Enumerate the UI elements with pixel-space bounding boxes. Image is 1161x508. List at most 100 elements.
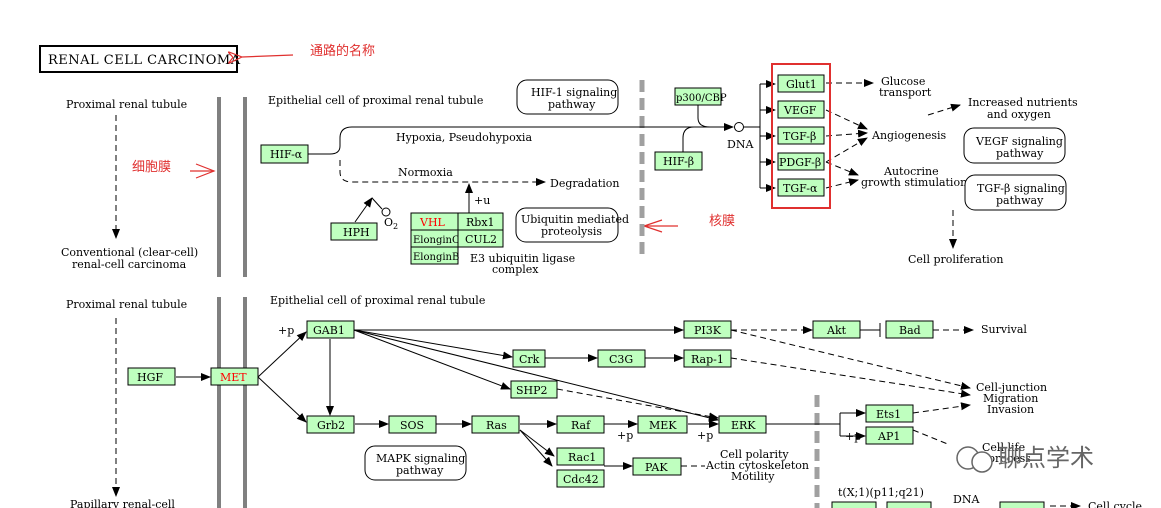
label-epithelial-cell: Epithelial cell of proximal renal tubule [268,94,483,107]
label-cell-junction: Cell-junction [976,381,1047,394]
label-nutrients: and oxygen [987,108,1051,121]
gene-node[interactable]: HIF-α [260,144,309,164]
label-autocrine: Autocrine [883,165,939,178]
gene-label-hif-b: HIF-β [663,155,694,168]
gene-label-akt: Akt [826,324,847,337]
pathway-link-label: pathway [996,194,1044,207]
gene-label-gab1: GAB1 [313,324,345,337]
watermark-text: 聊点学术 [998,444,1094,472]
gene-node[interactable]: Bad [885,320,934,339]
label-phospho: +p [845,430,861,443]
gene-label-hph: HPH [343,226,370,239]
gene-node[interactable]: HIF-β [654,151,703,171]
gene-node-partial[interactable] [831,501,877,508]
gene-node[interactable]: PDGF-β [777,152,825,171]
gene-node[interactable]: C3G [597,349,646,368]
pathway-link-vegf[interactable]: VEGF signaling pathway [963,127,1066,164]
gene-node[interactable]: TGF-β [777,126,825,145]
gene-label-tgfb: TGF-β [783,130,816,143]
gene-node[interactable]: MEK [637,415,688,434]
gene-label-ets1: Ets1 [876,408,901,421]
pathway-link-tgfb[interactable]: TGF-β signaling pathway [964,174,1067,211]
gene-label-ap1: AP1 [877,430,900,443]
label-dna: DNA [727,138,754,151]
gene-node[interactable]: ElonginB [410,246,459,265]
pathway-title-text: RENAL CELL CARCINOMA [48,53,241,68]
label-phospho: +p [278,324,294,337]
gene-label-mek: MEK [649,419,677,432]
gene-node[interactable]: HGF [127,367,176,386]
gene-node[interactable]: Cdc42 [556,469,605,488]
gene-node[interactable]: Ras [471,415,520,434]
gene-node-partial[interactable] [999,501,1045,508]
annotation-pathway-name: 通路的名称 [310,43,375,59]
label-degradation: Degradation [550,177,619,190]
pathway-link-label: pathway [996,147,1044,160]
label-phospho: +p [617,429,633,442]
gene-node[interactable]: Akt [812,320,861,339]
label-translocation: t(X;1)(p11;q21) [838,486,924,499]
gene-label-crk: Crk [519,353,540,366]
gene-node[interactable]: p300/CBP [674,87,727,106]
gene-node[interactable]: Crk [512,349,546,368]
gene-node[interactable]: HPH [330,222,378,241]
label-migration: Migration [983,392,1038,405]
gene-label-ras: Ras [486,419,507,432]
gene-node[interactable]: PAK [632,457,682,476]
gene-node[interactable]: ElonginC [410,229,460,248]
pathway-link-label: Ubiquitin mediated [521,213,629,226]
gene-node-partial[interactable] [886,501,932,508]
gene-label-vegf: VEGF [783,104,817,117]
gene-node[interactable]: SOS [388,415,437,434]
gene-node[interactable]: GAB1 [306,320,355,339]
pathway-title: RENAL CELL CARCINOMA [39,45,241,73]
watermark: 聊点学术 [956,444,1094,473]
pathway-link-label: TGF-β signaling [977,182,1065,195]
gene-label-sos: SOS [400,419,424,432]
gene-node[interactable]: Glut1 [777,74,825,93]
gene-node[interactable]: AP1 [865,426,914,445]
gene-label-erk: ERK [731,419,756,432]
gene-node[interactable]: CUL2 [457,229,504,248]
label-actin: Actin cytoskeleton [705,459,809,472]
gene-node[interactable]: Rbx1 [457,212,504,231]
gene-node[interactable]: VEGF [777,100,825,119]
label-proximal-tubule: Proximal renal tubule [66,298,187,311]
gene-node[interactable]: MET [210,367,259,386]
gene-label-raf: Raf [571,419,591,432]
gene-label-tgfa: TGF-α [783,182,818,195]
gene-label-rac1: Rac1 [568,451,596,464]
highlight-box [771,63,831,209]
pathway-link-label: VEGF signaling [975,135,1063,148]
label-proximal-tubule: Proximal renal tubule [66,98,187,111]
gene-node[interactable]: SHP2 [510,380,558,399]
annotation-cell-membrane: 细胞膜 [132,160,171,175]
gene-node[interactable]: Rap-1 [683,349,732,368]
gene-node[interactable]: Grb2 [306,415,355,434]
pathway-link-mapk[interactable]: MAPK signaling pathway [364,445,467,481]
gene-node[interactable]: TGF-α [777,178,825,197]
gene-label-rbx1: Rbx1 [466,216,495,229]
label-glucose: transport [879,86,932,99]
label-ccrcc: renal-cell carcinoma [72,258,187,271]
label-angiogenesis: Angiogenesis [871,129,947,142]
gene-node[interactable]: Ets1 [865,404,914,423]
gene-node[interactable]: Raf [556,415,605,434]
gene-label-cdc42: Cdc42 [563,473,599,486]
gene-node[interactable]: Rac1 [556,447,605,466]
annotation-nuclear-membrane: 核膜 [709,214,735,229]
pathway-link-hif1[interactable]: HIF-1 signaling pathway [516,79,619,115]
label-cell-cycle: Cell cycle [1088,500,1142,508]
gene-label-grb2: Grb2 [317,419,345,432]
gene-node[interactable]: VHL [410,212,459,231]
gene-node[interactable]: PI3K [683,320,732,339]
label-autocrine: growth stimulation [861,176,967,189]
gene-node[interactable]: ERK [718,415,767,434]
label-papillary: Papillary renal-cell [70,498,175,508]
pathway-link-ubiquitin[interactable]: Ubiquitin mediated proteolysis [515,207,629,243]
gene-label-bad: Bad [899,324,921,337]
gene-label-elonginb: ElonginB [413,252,459,263]
label-cell-polarity: Cell polarity [720,448,789,461]
label-cell-life: process [988,452,1031,465]
